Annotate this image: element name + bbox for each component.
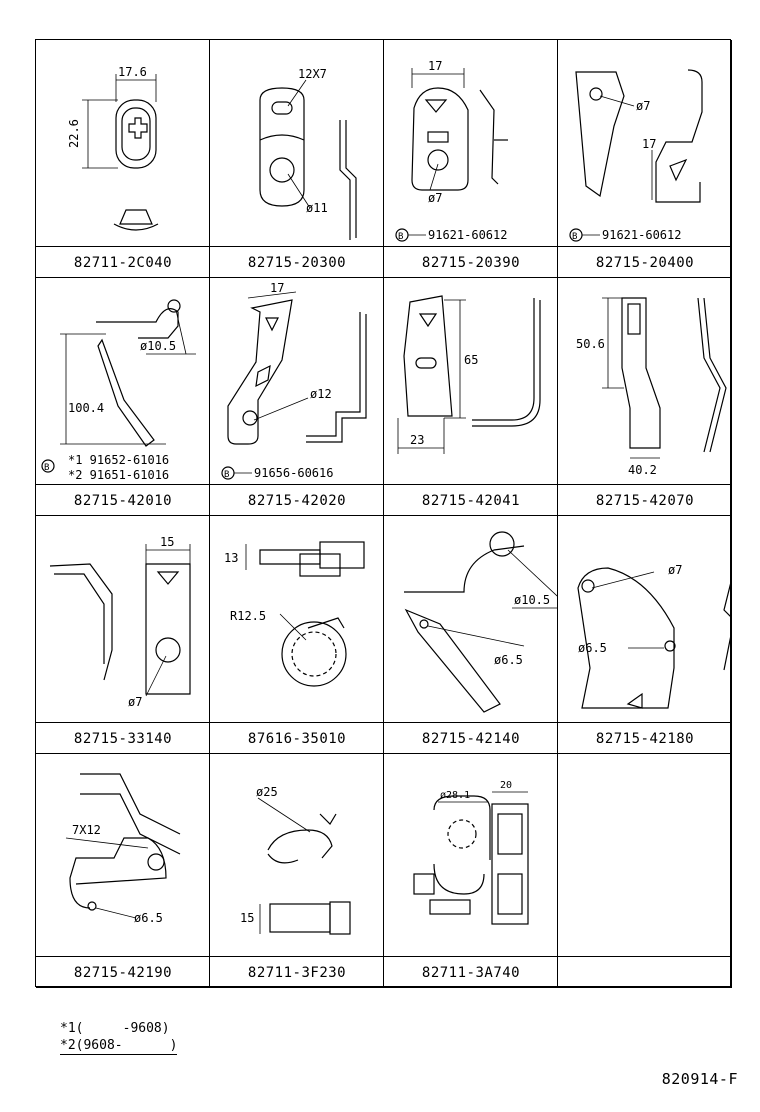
part-cell-1[interactable]: 17.6 22.6 82711-2C040: [36, 40, 210, 278]
part-number: 82715-42020: [210, 484, 384, 517]
dim-label: 17: [270, 281, 284, 295]
bolt-part-number: *1 91652-61016: [68, 453, 169, 467]
parts-grid: 17.6 22.6 82711-2C040 12X7 ø11 82715-203…: [35, 39, 732, 988]
dim-label: 7X12: [72, 823, 101, 837]
bracket-illustration: ø7 ø6.5: [577, 563, 732, 709]
part-cell-8[interactable]: 50.6 40.2 82715-42070: [558, 278, 732, 516]
bracket-illustration: 12X7 ø11: [259, 67, 357, 240]
part-cell-12[interactable]: ø7 ø6.5 82715-42180: [558, 516, 732, 754]
part-number: [558, 956, 732, 989]
bolt-part-number: 91621-60612: [602, 228, 681, 242]
part-number: 82715-20390: [384, 246, 558, 279]
part-cell-15[interactable]: ø28.1 20 82711-3A740: [384, 754, 558, 988]
dim-label: 17.6: [118, 65, 147, 79]
dim-label: ø7: [668, 563, 682, 577]
part-cell-5[interactable]: ø10.5 100.4 B *1 91652-61016 *2 91651-61…: [36, 278, 210, 516]
footnotes: *1( -9608) *2(9608- ): [60, 1020, 178, 1055]
part-number: 82715-20300: [210, 246, 384, 279]
clamp-illustration: 13 R12.5: [224, 541, 365, 687]
part-number: 82711-2C040: [36, 246, 210, 279]
dim-label: 50.6: [576, 337, 605, 351]
bracket-illustration: 15 ø7: [49, 535, 191, 709]
bracket-illustration: ø10.5 ø6.5: [404, 531, 558, 713]
dim-label: ø6.5: [134, 911, 163, 925]
dim-label: ø28.1: [440, 790, 470, 801]
bracket-illustration: 17 ø7 B 91621-60612: [395, 59, 508, 242]
footnote-1: *1( -9608): [60, 1021, 170, 1036]
dim-label: 20: [500, 780, 512, 791]
dim-label: 22.6: [67, 119, 81, 148]
dim-label: ø10.5: [514, 593, 550, 607]
dim-label: 13: [224, 551, 238, 565]
part-cell-11[interactable]: ø10.5 ø6.5 82715-42140: [384, 516, 558, 754]
part-cell-3[interactable]: 17 ø7 B 91621-60612 82715-20390: [384, 40, 558, 278]
bracket-illustration: 7X12 ø6.5: [65, 773, 181, 925]
diagram-code: 820914-F: [661, 1070, 738, 1088]
bracket-illustration: ø7 17 B 91621-60612: [569, 69, 703, 242]
dim-label: 40.2: [628, 463, 657, 477]
part-number: 82715-42070: [558, 484, 732, 517]
dim-label: R12.5: [230, 609, 266, 623]
dim-label: ø7: [636, 99, 650, 113]
dim-label: ø6.5: [494, 653, 523, 667]
clamp-illustration: ø28.1 20: [413, 780, 529, 925]
part-number: 82715-42010: [36, 484, 210, 517]
dim-label: 23: [410, 433, 424, 447]
bracket-illustration: 50.6 40.2: [576, 297, 727, 477]
part-cell-10[interactable]: 13 R12.5 87616-35010: [210, 516, 384, 754]
dim-label: 100.4: [68, 401, 104, 415]
dim-label: 17: [642, 137, 656, 151]
bolt-part-number: *2 91651-61016: [68, 468, 169, 482]
dim-label: ø25: [256, 785, 278, 799]
part-cell-14[interactable]: ø25 15 82711-3F230: [210, 754, 384, 988]
bracket-illustration: 17 ø12 B 91656-60616: [221, 281, 367, 480]
part-cell-6[interactable]: 17 ø12 B 91656-60616 82715-42020: [210, 278, 384, 516]
bolt-symbol: B: [572, 232, 577, 242]
dim-label: ø11: [306, 201, 328, 215]
bolt-symbol: B: [44, 463, 49, 473]
part-number: 82715-20400: [558, 246, 732, 279]
dim-label: ø12: [310, 387, 332, 401]
dim-label: 15: [240, 911, 254, 925]
part-cell-4[interactable]: ø7 17 B 91621-60612 82715-20400: [558, 40, 732, 278]
part-cell-9[interactable]: 15 ø7 82715-33140: [36, 516, 210, 754]
part-cell-16: [558, 754, 732, 988]
bolt-part-number: 91656-60616: [254, 466, 333, 480]
bracket-illustration: 65 23: [397, 295, 541, 454]
part-number: 82715-42180: [558, 722, 732, 755]
dim-label: ø10.5: [140, 339, 176, 353]
part-number: 82715-42190: [36, 956, 210, 989]
bolt-symbol: B: [224, 470, 229, 480]
part-cell-13[interactable]: 7X12 ø6.5 82715-42190: [36, 754, 210, 988]
dim-label: 12X7: [298, 67, 327, 81]
dim-label: 17: [428, 59, 442, 73]
clamp-illustration: ø25 15: [240, 785, 351, 935]
part-number: 82715-42041: [384, 484, 558, 517]
dim-label: ø7: [128, 695, 142, 709]
bolt-part-number: 91621-60612: [428, 228, 507, 242]
dim-label: 15: [160, 535, 174, 549]
part-number: 82711-3A740: [384, 956, 558, 989]
dim-label: ø6.5: [578, 641, 607, 655]
bracket-illustration: ø10.5 100.4 B *1 91652-61016 *2 91651-61…: [41, 299, 196, 482]
part-cell-2[interactable]: 12X7 ø11 82715-20300: [210, 40, 384, 278]
dim-label: 65: [464, 353, 478, 367]
part-number: 82715-42140: [384, 722, 558, 755]
clip-grommet-illustration: 17.6 22.6: [67, 65, 159, 231]
bolt-symbol: B: [398, 232, 403, 242]
dim-label: ø7: [428, 191, 442, 205]
part-cell-7[interactable]: 65 23 82715-42041: [384, 278, 558, 516]
footnote-2: *2(9608- ): [60, 1038, 178, 1055]
part-number: 87616-35010: [210, 722, 384, 755]
part-number: 82711-3F230: [210, 956, 384, 989]
part-number: 82715-33140: [36, 722, 210, 755]
